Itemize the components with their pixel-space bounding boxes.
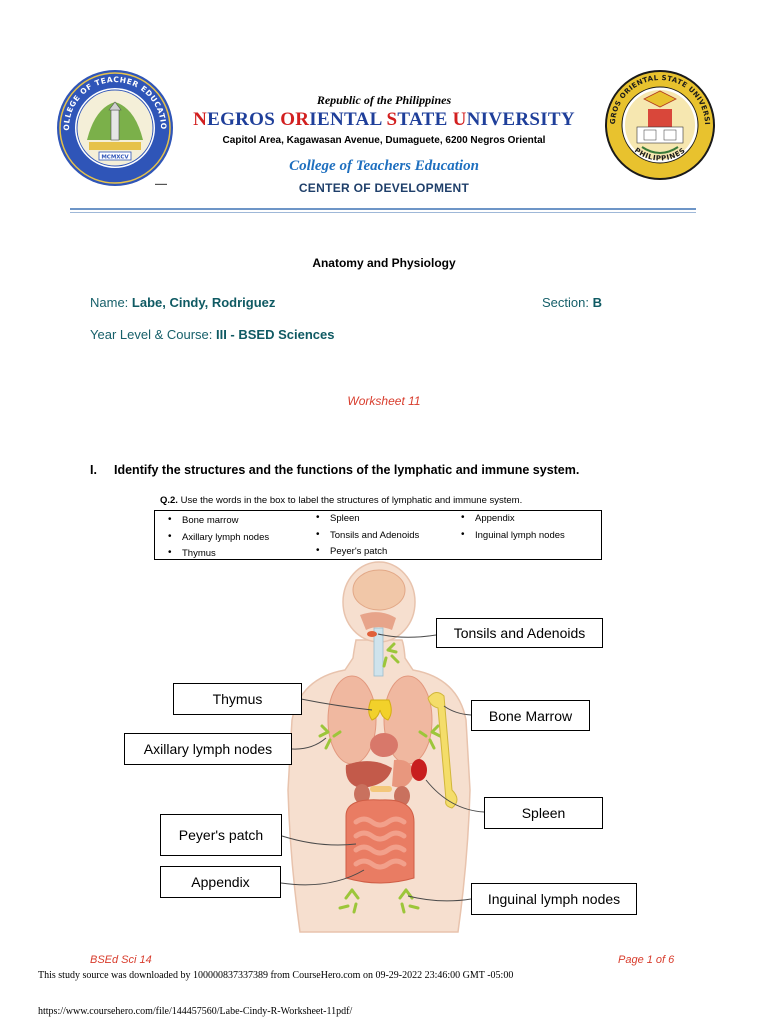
word-box-item: Appendix bbox=[461, 512, 514, 524]
univ-part-niversity: NIVERSITY bbox=[466, 109, 575, 130]
center-of-development: CENTER OF DEVELOPMENT bbox=[298, 181, 470, 195]
neck-lymph-nodes-shape bbox=[382, 642, 400, 668]
univ-letter-n: N bbox=[193, 109, 208, 130]
spleen-pointer bbox=[425, 779, 485, 813]
label-thymus: Thymus bbox=[173, 683, 302, 715]
thymus-pointer bbox=[300, 698, 373, 711]
univ-part-egros: EGROS bbox=[207, 109, 281, 130]
inguinal-nodes-left-shape bbox=[338, 888, 360, 914]
thymus-shape bbox=[368, 699, 392, 721]
peyers-pointer bbox=[281, 835, 357, 846]
seal-caption-mark: ▬▬▬ bbox=[155, 181, 167, 186]
university-seal-logo: NEGROS ORIENTAL STATE UNIVERSITY PHILIPP… bbox=[604, 69, 715, 180]
subject-title: Anatomy and Physiology bbox=[312, 256, 456, 270]
tonsils-shape bbox=[367, 631, 377, 637]
inguinal-pointer bbox=[407, 895, 472, 902]
section-value: B bbox=[592, 295, 602, 310]
word-box-item: Axillary lymph nodes bbox=[168, 531, 269, 543]
republic-heading: Republic of the Philippines bbox=[316, 93, 452, 107]
section-row: Section: B bbox=[542, 295, 602, 310]
university-name: NEGROS ORIENTAL STATE UNIVERSITY bbox=[0, 109, 768, 131]
word-box: Bone marrow Axillary lymph nodes Thymus … bbox=[154, 510, 602, 560]
brain-shape bbox=[352, 569, 406, 611]
axillary-nodes-right-shape bbox=[418, 724, 442, 750]
label-inguinal-lymph-nodes: Inguinal lymph nodes bbox=[471, 883, 637, 915]
bone-marrow-pointer bbox=[443, 705, 472, 716]
bone-marrow-shape bbox=[427, 692, 458, 809]
q2-text: Use the words in the box to label the st… bbox=[177, 495, 523, 506]
lymphatic-system-diagram bbox=[280, 561, 485, 933]
q2-instruction: Q.2. Use the words in the box to label t… bbox=[160, 495, 522, 506]
name-row: Name: Labe, Cindy, Rodriguez bbox=[90, 295, 275, 310]
name-label: Name: bbox=[90, 295, 132, 310]
stomach-shape bbox=[392, 759, 414, 788]
tonsils-pointer bbox=[377, 633, 437, 638]
axillary-pointer bbox=[291, 737, 327, 750]
question-number: I. bbox=[90, 463, 97, 477]
year-course-row: Year Level & Course: III - BSED Sciences bbox=[90, 327, 334, 342]
univ-part-tate: TATE bbox=[397, 109, 453, 130]
footer-course: BSEd Sci 14 bbox=[90, 954, 152, 966]
college-name: College of Teachers Education bbox=[289, 158, 479, 174]
label-appendix: Appendix bbox=[160, 866, 281, 898]
question-text: Identify the structures and the function… bbox=[114, 463, 580, 477]
univ-letter-or: OR bbox=[280, 109, 310, 130]
q2-label: Q.2. bbox=[160, 495, 178, 506]
small-intestine-shape bbox=[353, 816, 407, 870]
word-box-item: Peyer's patch bbox=[316, 545, 387, 557]
word-box-item: Spleen bbox=[316, 512, 359, 524]
inguinal-nodes-right-shape bbox=[398, 888, 420, 914]
name-value: Labe, Cindy, Rodriguez bbox=[131, 295, 276, 310]
label-bone-marrow: Bone Marrow bbox=[471, 700, 590, 731]
appendix-pointer bbox=[280, 869, 365, 886]
section-label: Section: bbox=[542, 295, 593, 310]
kidney-left-shape bbox=[354, 784, 370, 804]
footer-page-number: Page 1 of 6 bbox=[618, 954, 675, 966]
pancreas-shape bbox=[370, 786, 392, 792]
label-peyers-patch: Peyer's patch bbox=[160, 814, 282, 856]
source-url[interactable]: https://www.coursehero.com/file/14445756… bbox=[38, 1006, 353, 1017]
univ-letter-u: U bbox=[452, 109, 467, 130]
word-box-item: Inguinal lymph nodes bbox=[461, 529, 565, 541]
liver-shape bbox=[345, 761, 392, 788]
nasal-cavity-shape bbox=[360, 612, 396, 630]
univ-part-iental: IENTAL bbox=[309, 109, 387, 130]
header-divider bbox=[70, 208, 696, 210]
year-course-value: III - BSED Sciences bbox=[215, 327, 335, 342]
university-address: Capitol Area, Kagawasan Avenue, Dumaguet… bbox=[222, 135, 546, 146]
question-heading: I. Identify the structures and the functi… bbox=[90, 463, 579, 477]
word-box-item: Bone marrow bbox=[168, 514, 238, 526]
left-seal-year: MCMXCV bbox=[101, 155, 129, 161]
year-course-label: Year Level & Course: bbox=[90, 327, 216, 342]
univ-letter-s: S bbox=[386, 109, 398, 130]
header-divider-thin bbox=[70, 212, 696, 213]
spleen-shape bbox=[411, 759, 427, 781]
label-tonsils-and-adenoids: Tonsils and Adenoids bbox=[436, 618, 603, 648]
left-lung-shape bbox=[327, 675, 377, 765]
trachea-shape bbox=[373, 627, 384, 677]
heart-shape bbox=[370, 733, 398, 757]
label-spleen: Spleen bbox=[484, 797, 603, 829]
worksheet-title: Worksheet 11 bbox=[347, 394, 421, 408]
college-seal-logo: MCMXCV COLLEGE OF TEACHER EDUCATION bbox=[55, 68, 173, 186]
word-box-item: Thymus bbox=[168, 547, 216, 559]
axillary-nodes-left-shape bbox=[318, 724, 342, 750]
label-axillary-lymph-nodes: Axillary lymph nodes bbox=[124, 733, 292, 765]
download-notice: This study source was downloaded by 1000… bbox=[38, 970, 514, 981]
word-box-item: Tonsils and Adenoids bbox=[316, 529, 419, 541]
